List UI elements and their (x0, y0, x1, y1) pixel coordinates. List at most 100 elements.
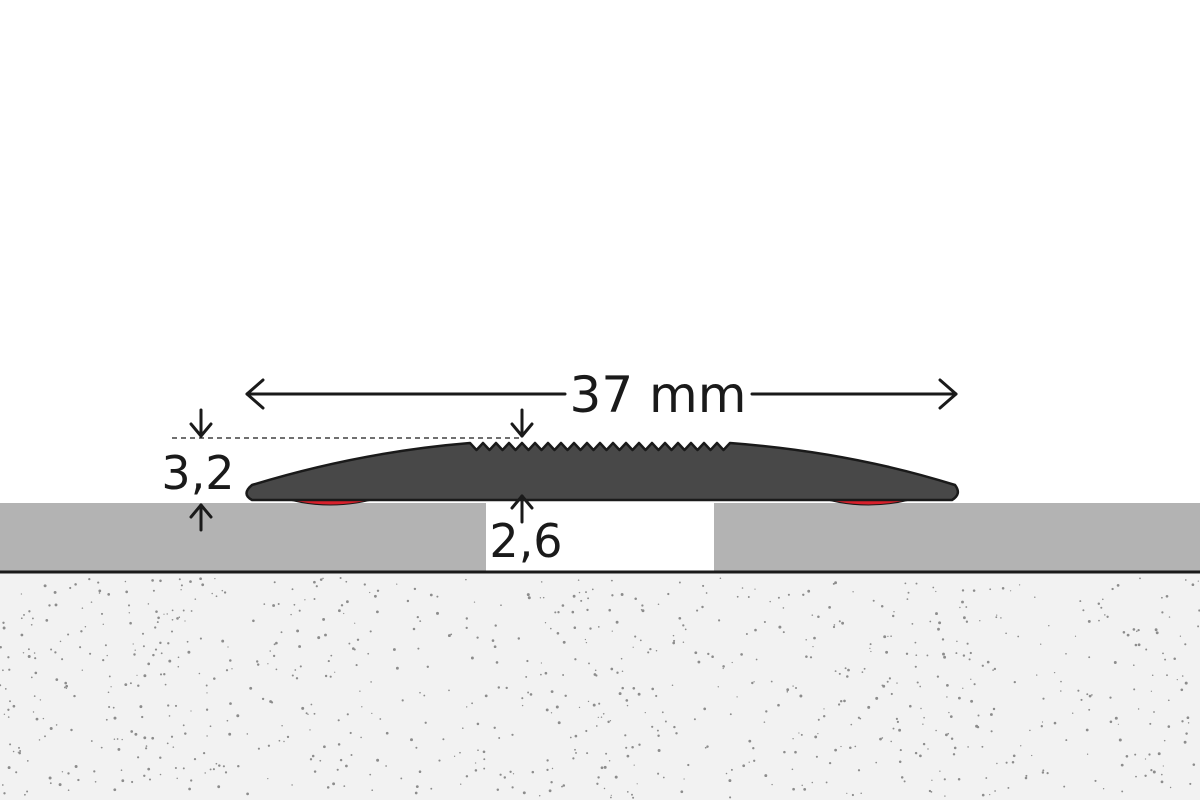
speckle-dot (801, 784, 803, 787)
thickness-dimension-label: 2,6 (489, 514, 562, 568)
floor-covering-right (714, 503, 1200, 572)
speckle-dot (632, 796, 635, 799)
speckle-dot (694, 651, 698, 655)
speckle-dot (141, 715, 144, 719)
speckle-dot (462, 727, 464, 729)
speckle-dot (33, 652, 36, 654)
speckle-dot (966, 642, 969, 645)
speckle-dot (569, 736, 572, 739)
speckle-dot (209, 725, 212, 728)
speckle-dot (753, 759, 756, 762)
speckle-dot (215, 595, 218, 598)
speckle-dot (436, 611, 439, 615)
speckle-dot (914, 751, 918, 755)
speckle-dot (529, 693, 533, 696)
speckle-dot (992, 707, 996, 711)
speckle-dot (473, 601, 476, 603)
speckle-dot (1181, 675, 1184, 677)
speckle-dot (136, 674, 138, 676)
speckle-dot (3, 792, 6, 795)
speckle-dot (1161, 596, 1163, 599)
speckle-dot (106, 654, 108, 657)
speckle-dot (755, 658, 758, 661)
speckle-dot (578, 591, 581, 594)
speckle-dot (922, 742, 926, 746)
speckle-dot (1077, 689, 1080, 692)
speckle-dot (879, 737, 882, 741)
speckle-dot (1074, 635, 1077, 637)
speckle-dot (1144, 758, 1147, 760)
speckle-dot (117, 747, 121, 751)
speckle-dot (178, 616, 181, 618)
speckle-dot (526, 659, 529, 663)
speckle-dot (748, 761, 750, 763)
speckle-dot (916, 681, 919, 684)
speckle-dot (684, 628, 687, 631)
speckle-dot (805, 655, 808, 658)
speckle-dot (12, 750, 15, 753)
speckle-dot (346, 600, 349, 604)
speckle-dot (215, 762, 218, 765)
speckle-dot (935, 729, 937, 732)
speckle-dot (996, 614, 998, 616)
speckle-dot (190, 710, 192, 712)
speckle-dot (107, 593, 111, 596)
speckle-dot (973, 683, 976, 686)
speckle-dot (199, 637, 202, 640)
speckle-dot (133, 653, 136, 656)
speckle-dot (48, 604, 51, 607)
height-arrowhead-bottom (189, 503, 213, 519)
speckle-dot (94, 780, 97, 783)
speckle-dot (340, 604, 344, 607)
speckle-dot (343, 612, 345, 615)
speckle-dot (226, 719, 229, 722)
speckle-dot (585, 591, 587, 594)
speckle-dot (828, 761, 832, 765)
speckle-dot (35, 717, 39, 721)
speckle-dot (97, 581, 100, 584)
speckle-dot (419, 620, 422, 622)
speckle-dot (74, 765, 78, 768)
speckle-dot (922, 723, 924, 725)
speckle-dot (1162, 765, 1164, 767)
speckle-dot (152, 589, 155, 592)
speckle-dot (787, 593, 790, 596)
speckle-dot (54, 651, 57, 654)
speckle-dot (729, 796, 732, 799)
speckle-dot (886, 680, 889, 683)
speckle-dot (48, 776, 52, 780)
speckle-dot (373, 594, 377, 598)
speckle-dot (851, 793, 854, 797)
speckle-dot (348, 642, 351, 645)
speckle-dot (176, 617, 179, 620)
speckle-dot (7, 716, 10, 718)
speckle-dot (337, 743, 341, 746)
speckle-dot (309, 758, 313, 761)
speckle-dot (416, 615, 419, 619)
speckle-dot (561, 785, 563, 788)
speckle-dot (963, 616, 966, 620)
speckle-dot (132, 643, 134, 645)
speckle-dot (896, 682, 898, 684)
speckle-dot (948, 711, 950, 714)
speckle-dot (725, 772, 728, 775)
speckle-dot (867, 705, 871, 709)
speckle-dot (367, 652, 370, 655)
speckle-dot (18, 751, 21, 755)
speckle-dot (678, 581, 681, 584)
speckle-dot (172, 746, 175, 748)
speckle-dot (550, 690, 554, 693)
speckle-dot (880, 605, 884, 608)
speckle-dot (505, 686, 508, 690)
speckle-dot (369, 630, 372, 633)
speckle-dot (42, 717, 45, 720)
speckle-dot (556, 632, 560, 635)
speckle-dot (345, 764, 348, 768)
speckle-dot (861, 671, 864, 673)
speckle-dot (363, 583, 366, 586)
speckle-dot (154, 626, 157, 629)
speckle-dot (800, 733, 803, 736)
speckle-dot (900, 776, 904, 779)
speckle-dot (892, 727, 895, 730)
speckle-dot (65, 684, 69, 688)
